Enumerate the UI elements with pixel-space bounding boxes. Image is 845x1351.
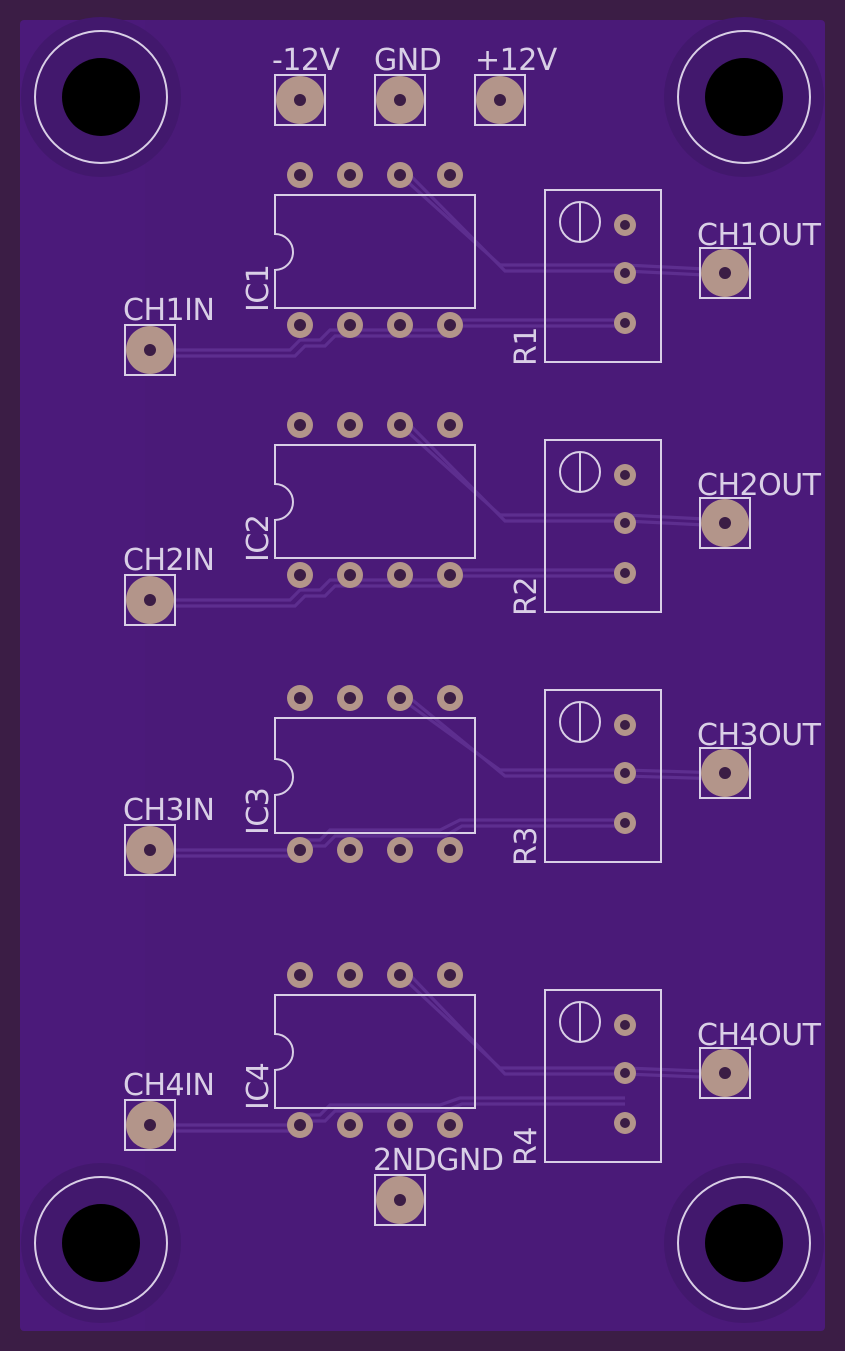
channel-1: IC1 R1 CH1IN: [123, 162, 822, 376]
ic-1-footprint: IC1: [241, 162, 476, 338]
ch4-out-connector: CH4OUT: [697, 1018, 822, 1099]
ic-3-pins: [287, 685, 463, 863]
ch3-in-label: CH3IN: [123, 793, 214, 828]
pot-4-footprint: R4: [509, 989, 662, 1166]
mounting-hole-top-right: [664, 17, 824, 177]
pot-1-label: R1: [509, 327, 544, 366]
pot-3-label: R3: [509, 827, 544, 866]
ic-4-label: IC4: [241, 1063, 276, 1110]
mounting-hole-bottom-right: [664, 1163, 824, 1323]
ic-4-footprint: IC4: [241, 962, 476, 1138]
ic-3-label: IC3: [241, 788, 276, 835]
power-label-plus12v: +12V: [475, 43, 558, 78]
ch1-in-connector: CH1IN: [123, 293, 215, 376]
second-gnd-connector: 2NDGND: [373, 1143, 504, 1226]
ic-2-pins: [287, 412, 463, 588]
mounting-hole-bottom-left: [21, 1163, 181, 1323]
ic-2-label: IC2: [241, 515, 276, 562]
pot-2-label: R2: [509, 577, 544, 616]
channel-2: IC2 R2 CH2IN: [123, 412, 822, 626]
power-pad-minus12v: [274, 74, 326, 126]
ic-1-pins: [287, 162, 463, 338]
ch3-in-connector: CH3IN: [123, 793, 215, 876]
ch1-out-connector: CH1OUT: [697, 218, 822, 299]
channel-4: IC4 R4 CH4IN: [123, 962, 822, 1166]
power-pad-gnd: [374, 74, 426, 126]
pot-3-footprint: R3: [509, 689, 662, 866]
pot-2-footprint: R2: [509, 439, 662, 616]
ch2-out-connector: CH2OUT: [697, 468, 822, 549]
ic-1-label: IC1: [241, 265, 276, 312]
power-header: -12V GND +12V: [272, 43, 558, 126]
pot-1-footprint: R1: [509, 189, 662, 366]
ch2-in-connector: CH2IN: [123, 543, 215, 626]
ch4-in-connector: CH4IN: [123, 1068, 215, 1151]
ic-2-footprint: IC2: [241, 412, 476, 588]
ground-pour: [145, 20, 700, 1331]
ch2-in-label: CH2IN: [123, 543, 214, 578]
second-gnd-label: 2NDGND: [373, 1143, 503, 1178]
power-label-minus12v: -12V: [272, 43, 340, 78]
channel-3: IC3 R3 CH3IN: [123, 685, 822, 876]
mounting-hole-top-left: [21, 17, 181, 177]
ic-3-footprint: IC3: [241, 685, 476, 863]
power-label-gnd: GND: [374, 43, 441, 78]
pot-4-label: R4: [509, 1127, 544, 1166]
ch1-in-label: CH1IN: [123, 293, 214, 328]
ch4-in-label: CH4IN: [123, 1068, 214, 1103]
ic-4-pins: [287, 962, 463, 1138]
ch3-out-connector: CH3OUT: [697, 718, 822, 799]
power-pad-plus12v: [474, 74, 526, 126]
